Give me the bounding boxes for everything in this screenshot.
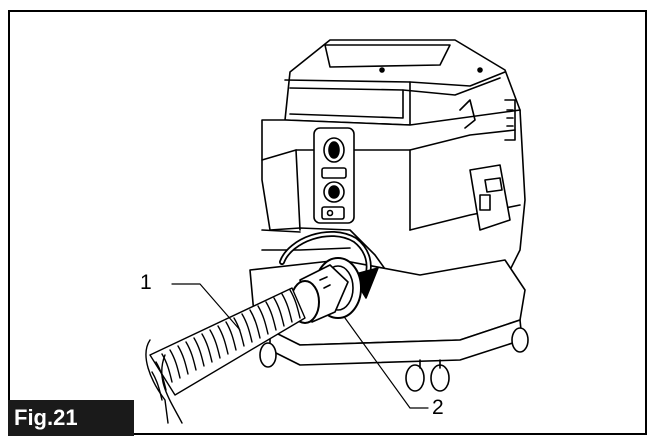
hose-connector [290,257,362,324]
hose-ribs [151,289,301,401]
callout-number-1: 1 [140,271,152,294]
callout-leader-2 [344,317,429,409]
corrugated-hose [145,287,306,424]
callout-number-2: 2 [432,396,444,419]
figure-label: Fig.21 [8,400,134,436]
vacuum-body [261,99,526,301]
caster-wheel [405,359,450,392]
callout-leader-1 [171,283,241,331]
